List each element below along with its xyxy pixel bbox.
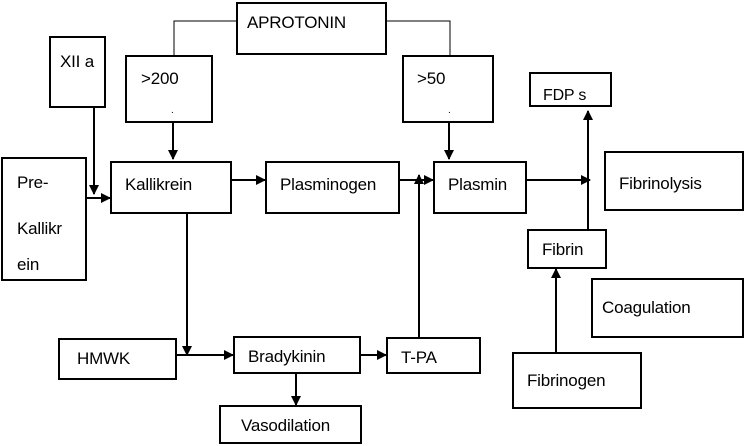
label-kallikrein: Kallikrein (125, 175, 192, 194)
node-fibrinogen: Fibrinogen (512, 352, 642, 409)
label-fibrin: Fibrin (542, 240, 584, 259)
label-gt200-dot: . (171, 105, 174, 116)
node-gt50: >50 . (402, 55, 494, 123)
label-vasodilation: Vasodilation (241, 416, 330, 435)
node-prekallikrein: Pre- Kallikr ein (1, 157, 87, 281)
node-tpa: T-PA (386, 337, 481, 374)
label-aprotonin: APROTONIN (247, 13, 346, 32)
label-prekallikrein-line2: Kallikr (17, 219, 62, 238)
node-aprotonin: APROTONIN (236, 2, 387, 55)
node-fibrinolysis: Fibrinolysis (604, 151, 744, 211)
label-tpa: T-PA (401, 348, 437, 367)
label-prekallikrein-line3: ein (17, 255, 40, 274)
node-gt200: >200 . (125, 55, 213, 123)
label-gt50-dot: . (448, 105, 451, 116)
label-bradykinin: Bradykinin (248, 347, 326, 366)
label-gt50: >50 (417, 69, 446, 88)
node-fdps: FDP s (529, 72, 612, 107)
label-plasmin: Plasmin (448, 175, 508, 194)
label-gt200: >200 (141, 69, 179, 88)
node-hmwk: HMWK (58, 338, 177, 380)
node-vasodilation: Vasodilation (219, 405, 362, 444)
label-fibrinogen: Fibrinogen (527, 371, 606, 390)
node-xiia: XII a (49, 36, 106, 108)
node-plasmin: Plasmin (433, 161, 527, 214)
label-prekallikrein-line1: Pre- (17, 173, 49, 192)
node-kallikrein: Kallikrein (110, 161, 232, 214)
label-coagulation: Coagulation (602, 298, 691, 317)
label-xiia: XII a (60, 52, 94, 71)
label-plasminogen: Plasminogen (280, 175, 377, 194)
label-fdps: FDP s (543, 87, 587, 104)
node-plasminogen: Plasminogen (265, 161, 400, 214)
node-bradykinin: Bradykinin (233, 336, 361, 374)
label-fibrinolysis: Fibrinolysis (619, 174, 702, 193)
node-coagulation: Coagulation (591, 278, 744, 338)
label-hmwk: HMWK (77, 349, 131, 368)
aprotonin-bracket-right (387, 20, 451, 57)
aprotonin-bracket-left (173, 20, 236, 57)
node-fibrin: Fibrin (527, 229, 607, 269)
